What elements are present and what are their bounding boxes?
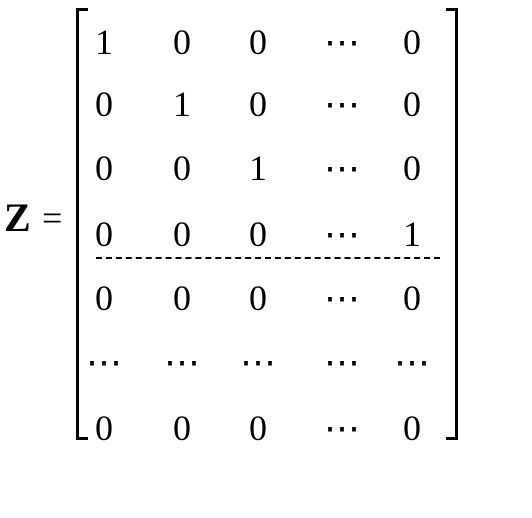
right-bracket bbox=[446, 8, 458, 440]
matrix-cell-r5-c3: 0 bbox=[249, 278, 267, 318]
matrix-cell-r2-c2: 1 bbox=[173, 84, 191, 124]
matrix-cell-r4-c5: 1 bbox=[403, 214, 421, 254]
matrix-cell-r4-c2: 0 bbox=[173, 214, 191, 254]
matrix-cell-r1-c4: ⋯ bbox=[324, 22, 360, 62]
matrix-cell-r3-c5: 0 bbox=[403, 148, 421, 188]
matrix-cell-r6-c3: ⋯ bbox=[240, 342, 276, 382]
matrix-cell-r3-c2: 0 bbox=[173, 148, 191, 188]
matrix-cell-r3-c4: ⋯ bbox=[324, 148, 360, 188]
partition-dashed-line bbox=[96, 257, 440, 259]
matrix-cell-r2-c4: ⋯ bbox=[324, 84, 360, 124]
matrix-cell-r1-c2: 0 bbox=[173, 22, 191, 62]
matrix-cell-r2-c1: 0 bbox=[95, 84, 113, 124]
matrix-cell-r2-c3: 0 bbox=[249, 84, 267, 124]
matrix-cell-r6-c1: ⋯ bbox=[86, 342, 122, 382]
matrix-cell-r5-c2: 0 bbox=[173, 278, 191, 318]
matrix-cell-r7-c2: 0 bbox=[173, 408, 191, 448]
matrix-cell-r2-c5: 0 bbox=[403, 84, 421, 124]
equals-sign: = bbox=[42, 198, 63, 238]
matrix-cell-r1-c5: 0 bbox=[403, 22, 421, 62]
matrix-cell-r5-c1: 0 bbox=[95, 278, 113, 318]
matrix-cell-r5-c5: 0 bbox=[403, 278, 421, 318]
left-bracket bbox=[76, 8, 88, 440]
matrix-cell-r6-c5: ⋯ bbox=[394, 342, 430, 382]
matrix-cell-r4-c3: 0 bbox=[249, 214, 267, 254]
matrix-cell-r7-c4: ⋯ bbox=[324, 408, 360, 448]
matrix-cell-r5-c4: ⋯ bbox=[324, 278, 360, 318]
matrix-variable-label: Z bbox=[4, 195, 31, 240]
matrix-cell-r1-c3: 0 bbox=[249, 22, 267, 62]
matrix-cell-r1-c1: 1 bbox=[95, 22, 113, 62]
matrix-cell-r6-c2: ⋯ bbox=[164, 342, 200, 382]
matrix-cell-r3-c1: 0 bbox=[95, 148, 113, 188]
matrix-cell-r6-c4: ⋯ bbox=[324, 342, 360, 382]
matrix-cell-r4-c1: 0 bbox=[95, 214, 113, 254]
matrix-cell-r7-c5: 0 bbox=[403, 408, 421, 448]
matrix-cell-r7-c3: 0 bbox=[249, 408, 267, 448]
matrix-cell-r3-c3: 1 bbox=[249, 148, 267, 188]
matrix-cell-r7-c1: 0 bbox=[95, 408, 113, 448]
matrix-cell-r4-c4: ⋯ bbox=[324, 214, 360, 254]
